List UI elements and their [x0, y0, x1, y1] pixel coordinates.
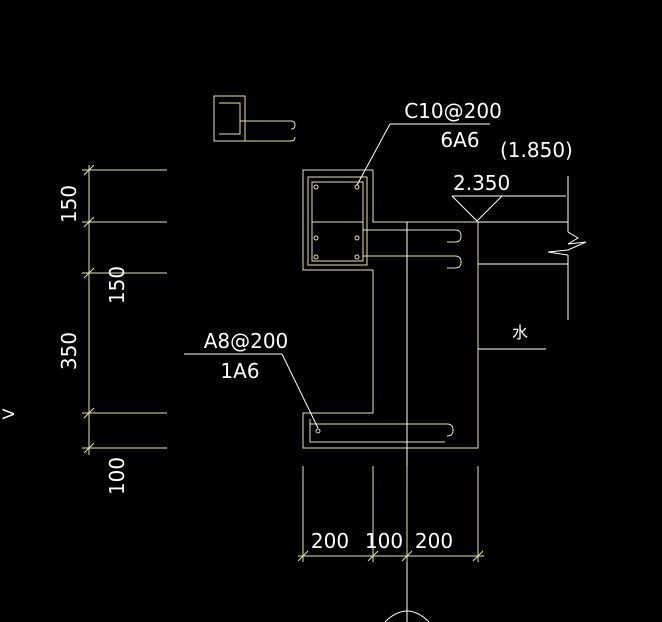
top-rebar-spec: C10@200	[404, 99, 502, 123]
horizontal-dimension-1: 200	[311, 529, 349, 553]
section-outline	[302, 169, 479, 449]
top-rebar-leader	[356, 123, 490, 186]
slab-edge	[478, 176, 587, 350]
level-parenthetical: (1.850)	[500, 138, 573, 162]
top-rebar-cage	[307, 176, 462, 269]
vertical-dimension-chain	[82, 164, 167, 455]
top-rebar-count: 6A6	[440, 128, 479, 152]
vertical-dimension-4: 100	[105, 457, 129, 495]
vertical-dimension-1: 150	[57, 185, 81, 223]
horizontal-dimension-chain	[297, 466, 484, 562]
horizontal-dimension-2: 100	[365, 529, 403, 553]
side-mark: 水	[512, 323, 528, 342]
vertical-dimension-2: 150	[105, 266, 129, 304]
stirrup-detail	[213, 95, 296, 142]
level-value: 2.350	[453, 171, 510, 195]
horizontal-dimension-3: 200	[415, 529, 453, 553]
bottom-rebar-leader	[184, 353, 319, 429]
top-rebar-dots	[313, 184, 360, 260]
bottom-rebar	[309, 419, 454, 443]
grid-bubble	[384, 610, 430, 622]
edge-mark: V	[0, 408, 18, 419]
bottom-rebar-spec: A8@200	[204, 329, 289, 353]
vertical-dimension-3: 350	[57, 332, 81, 370]
level-symbol	[451, 195, 566, 222]
bottom-rebar-count: 1A6	[220, 359, 259, 383]
